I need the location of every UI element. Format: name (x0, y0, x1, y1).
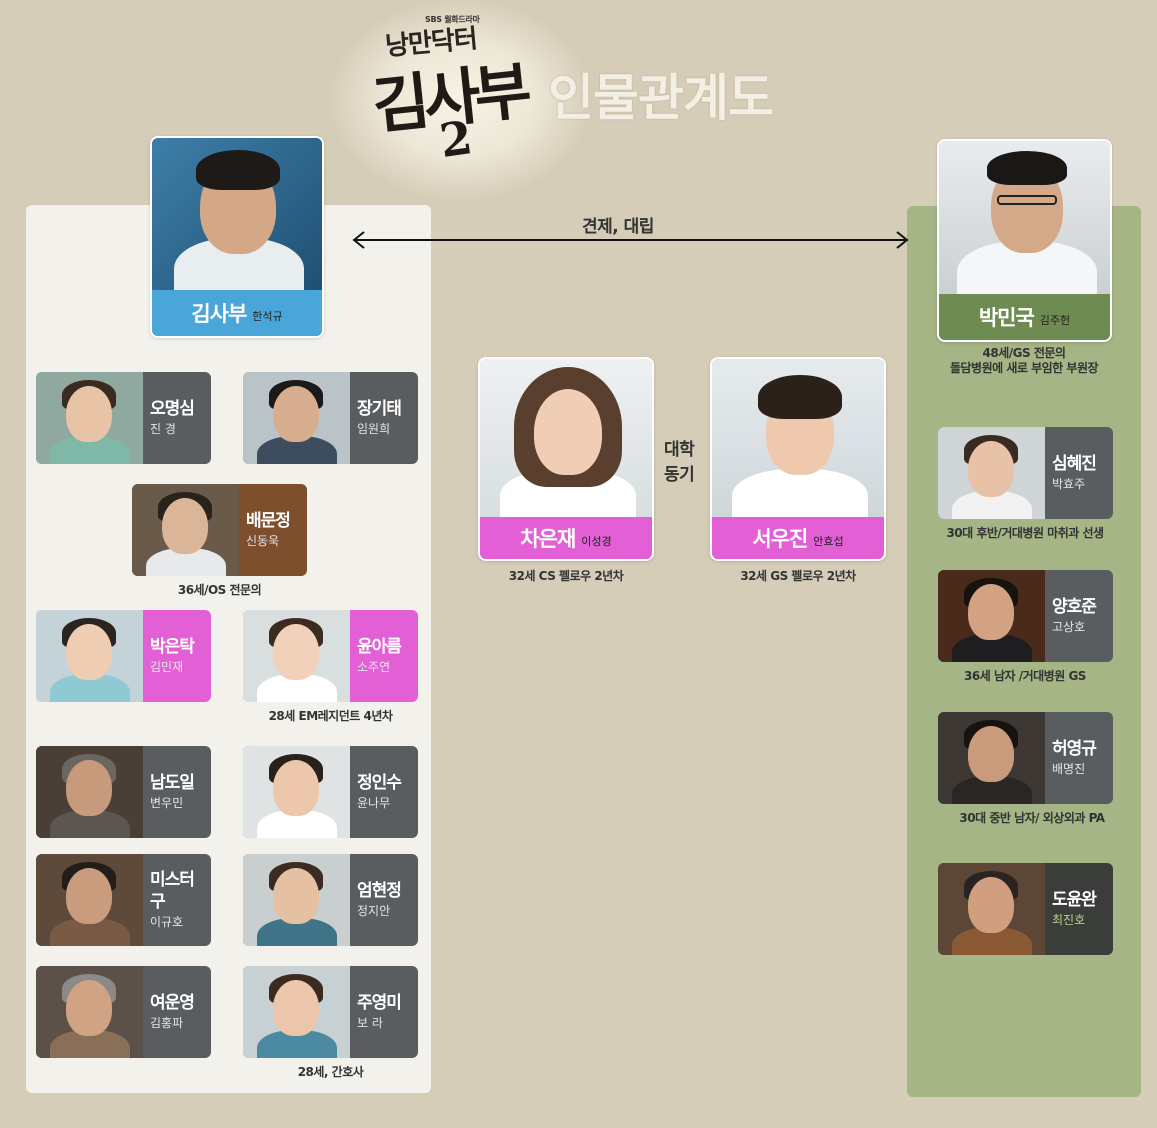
yang-actor: 고상호 (1052, 620, 1086, 634)
shim-photo (938, 427, 1045, 519)
insu-photo (243, 746, 350, 838)
joo-name: 주영미 (357, 993, 402, 1013)
heo-photo (938, 712, 1045, 804)
title-glow (330, 0, 590, 200)
joo-photo (243, 966, 350, 1058)
cha-actor: 이성경 (581, 535, 612, 548)
do-name: 도윤완 (1052, 890, 1097, 910)
nam-photo (36, 746, 143, 838)
euntak-actor: 김민재 (150, 660, 184, 674)
rivalry-arrow (352, 231, 909, 249)
koo-photo (36, 854, 143, 946)
eom-photo (243, 854, 350, 946)
yeo-actor: 김홍파 (150, 1016, 184, 1030)
lead-card-kim[interactable]: 김사부 한석규 (150, 136, 324, 338)
park-desc-line-1: 48세/GS 전문의 (982, 346, 1066, 360)
park-name: 박민국 (978, 306, 1035, 330)
bae-description: 36세/OS 전문의 (177, 583, 262, 597)
yeo-name: 여운영 (150, 993, 195, 1013)
park-desc-line-2: 돌담병원에 새로 부임한 부원장 (949, 361, 1099, 375)
insu-name: 정인수 (357, 773, 402, 793)
yang-photo (938, 570, 1045, 662)
areum-actor: 소주연 (357, 660, 391, 674)
do-actor: 최진호 (1052, 913, 1086, 927)
oh-photo (36, 372, 143, 464)
park-actor: 김주헌 (1039, 314, 1071, 327)
areum-name: 윤아름 (357, 637, 402, 657)
areum-photo (243, 610, 350, 702)
yeo-photo (36, 966, 143, 1058)
do-photo (938, 863, 1045, 955)
lead-card-seo[interactable]: 서우진 안효섭 (710, 357, 886, 561)
bae-actor: 신동욱 (246, 534, 280, 548)
nam-actor: 변우민 (150, 796, 184, 810)
cha-description: 32세 CS 펠로우 2년차 (508, 569, 624, 583)
oh-actor: 진 경 (150, 422, 176, 436)
koo-name: 미스터 구 (150, 870, 195, 912)
seo-description: 32세 GS 펠로우 2년차 (740, 569, 856, 583)
cha-name-bar: 차은재 이성경 (480, 517, 652, 559)
joo-description: 28세, 간호사 (297, 1065, 364, 1079)
shim-actor: 박효주 (1052, 477, 1086, 491)
euntak-photo (36, 610, 143, 702)
cha-name: 차은재 (520, 527, 576, 551)
eom-name: 엄현정 (357, 881, 402, 901)
classmates-label: 대학 동기 (664, 438, 695, 488)
heo-actor: 배명진 (1052, 762, 1086, 776)
eom-actor: 정지안 (357, 904, 391, 918)
joo-actor: 보 라 (357, 1016, 383, 1030)
jang-actor: 임원희 (357, 422, 391, 436)
kim-actor: 한석규 (252, 310, 283, 323)
shim-name: 심혜진 (1052, 454, 1097, 474)
jang-photo (243, 372, 350, 464)
page-title: 인물관계도 (548, 69, 774, 127)
park-description: 48세/GS 전문의 돌담병원에 새로 부임한 부원장 (907, 346, 1141, 376)
seo-actor: 안효섭 (813, 535, 844, 548)
kim-photo (152, 138, 322, 308)
shim-description: 30대 후반/거대병원 마취과 선생 (946, 526, 1104, 540)
classmates-line-1: 대학 (664, 440, 695, 460)
seo-name-bar: 서우진 안효섭 (712, 517, 884, 559)
jang-name: 장기태 (357, 399, 402, 419)
oh-name: 오명심 (150, 399, 195, 419)
kim-name: 김사부 (191, 302, 247, 326)
insu-actor: 윤나무 (357, 796, 391, 810)
network-label: SBS 월화드라마 (425, 15, 480, 24)
park-name-bar: 박민국 김주헌 (939, 294, 1110, 340)
park-photo (939, 141, 1110, 311)
koo-actor: 이규호 (150, 915, 184, 929)
heo-name: 허영규 (1052, 739, 1097, 759)
seo-name: 서우진 (752, 527, 808, 551)
classmates-line-2: 동기 (664, 465, 695, 485)
areum-description: 28세 EM레지던트 4년차 (268, 709, 393, 723)
kim-name-bar: 김사부 한석규 (152, 290, 322, 336)
lead-card-cha[interactable]: 차은재 이성경 (478, 357, 654, 561)
yang-description: 36세 남자 /거대병원 GS (964, 669, 1086, 683)
lead-card-park[interactable]: 박민국 김주헌 (937, 139, 1112, 342)
bae-photo (132, 484, 239, 576)
euntak-name: 박은탁 (150, 637, 195, 657)
cha-photo (480, 359, 652, 529)
seo-photo (712, 359, 884, 529)
nam-name: 남도일 (150, 773, 195, 793)
yang-name: 양호준 (1052, 597, 1097, 617)
rivalry-label: 견제, 대립 (582, 217, 654, 237)
heo-description: 30대 중반 남자/ 외상외과 PA (959, 811, 1105, 825)
bae-name: 배문정 (246, 511, 291, 531)
